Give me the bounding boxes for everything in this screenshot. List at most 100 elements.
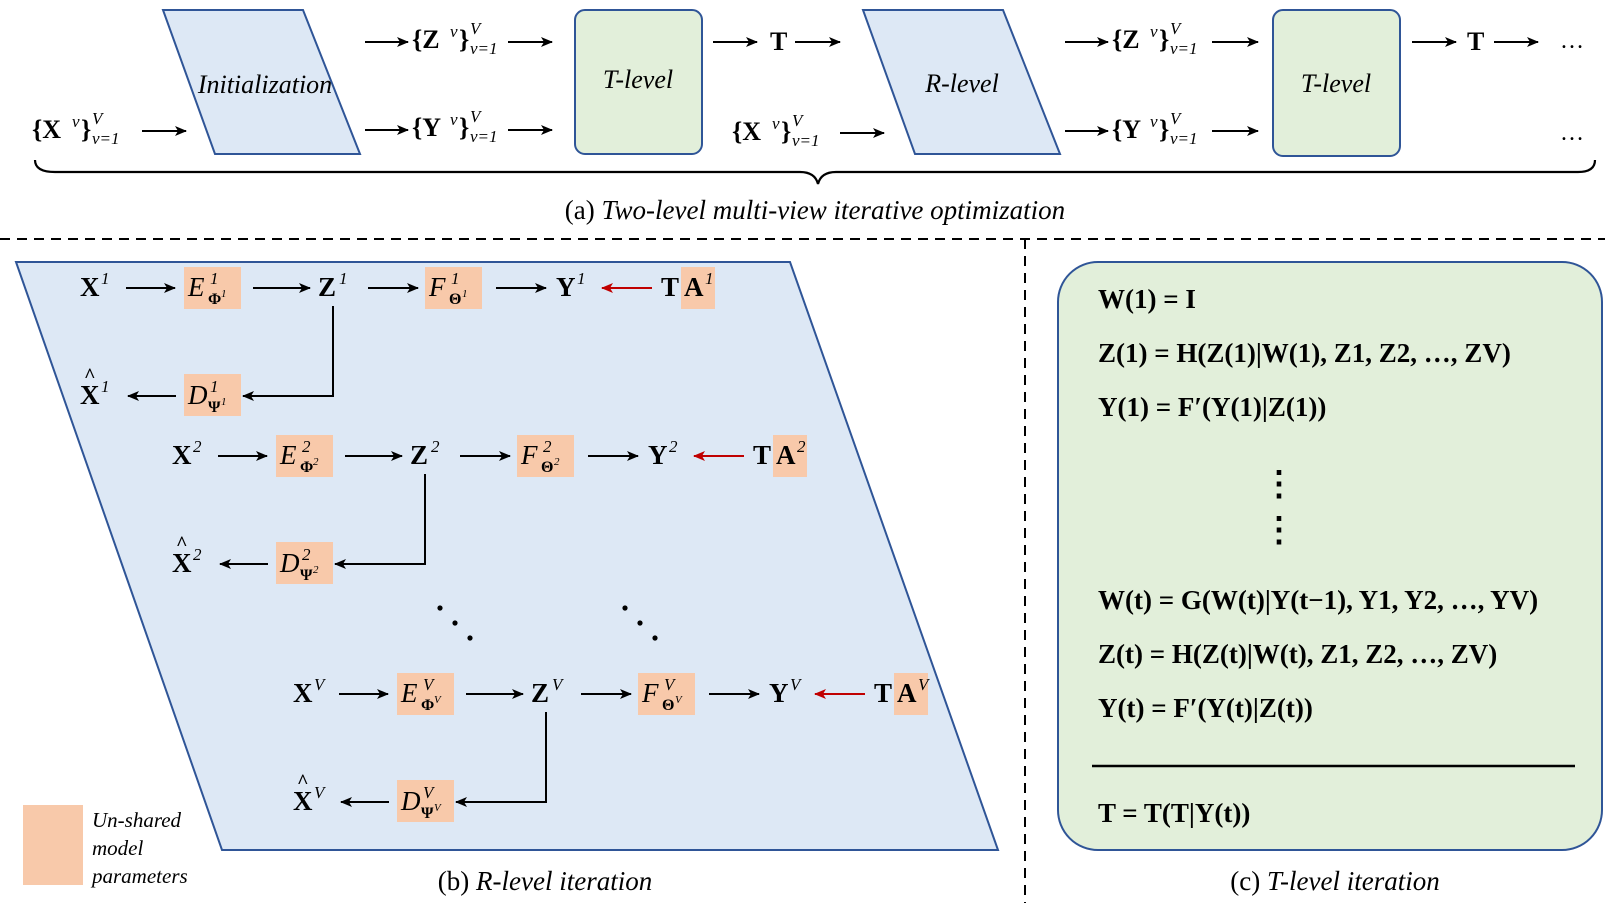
svg-text:v: v (1150, 112, 1158, 131)
svg-text:V: V (470, 107, 483, 126)
eq-w1: W(1) = I (1098, 284, 1196, 314)
svg-text:v=1: v=1 (1170, 39, 1198, 58)
t-level-panel (1057, 261, 1603, 851)
decoder-V-sup: V (423, 783, 436, 802)
caption-c: (c) T-level iteration (1230, 866, 1439, 896)
x-view-2-sup: 2 (193, 437, 202, 456)
x-view-1-base: X (80, 272, 100, 302)
svg-text:v: v (450, 22, 458, 41)
encoder-V-subsup: V (434, 694, 442, 706)
ta-a-1-base: A (684, 272, 704, 302)
a-box-1 (681, 267, 715, 309)
predictor-2-sub: Θ (541, 459, 553, 476)
x-view-2-base: X (172, 440, 192, 470)
encoder-2-subsup: 2 (313, 456, 319, 468)
encoder-V-sub: Φ (421, 697, 434, 714)
z-view-2-base: Z (410, 440, 428, 470)
decoder-1-base: D (187, 380, 208, 410)
a-box-2 (773, 435, 807, 477)
encoder-2-sub: Φ (300, 459, 313, 476)
svg-text:V: V (1170, 19, 1183, 38)
legend-line-1: Un-shared (92, 808, 182, 832)
r-level-box (861, 9, 1062, 155)
ta-t-2: T (753, 440, 771, 470)
x-view-V-sup: V (314, 675, 327, 694)
legend-swatch (23, 805, 83, 885)
ta-a-2-sup: 2 (797, 437, 806, 456)
decoder-V-base: D (400, 786, 421, 816)
svg-text:}: } (81, 115, 91, 144)
y-set-1: {Y v } V v=1 (412, 107, 498, 146)
eq-wt: W(t) = G(W(t)|Y(t−1), Y1, Y2, …, YV) (1098, 585, 1538, 615)
predictor-V-sub: Θ (662, 697, 674, 714)
svg-text:v=1: v=1 (792, 131, 820, 150)
svg-text:v: v (450, 110, 458, 129)
svg-text:v=1: v=1 (1170, 129, 1198, 148)
svg-text:}: } (459, 25, 469, 54)
t-level-box-2 (1272, 9, 1401, 157)
t-symbol-2: T (1467, 27, 1484, 56)
t-symbol-1: T (770, 27, 787, 56)
decoder-box-V (397, 780, 454, 822)
predictor-1-base: F (428, 272, 446, 302)
r-level-panel (14, 261, 1000, 851)
z-view-V-sup: V (552, 675, 565, 694)
predictor-box-V (638, 673, 695, 715)
vdots-c-2: ⋮ (1262, 512, 1296, 549)
ta-a-1-sup: 1 (705, 269, 714, 288)
z-view-1-sup: 1 (339, 269, 348, 288)
ellipsis-top: … (1560, 28, 1584, 54)
initialization-box (161, 9, 362, 155)
decoder-box-1 (184, 374, 241, 416)
a-box-V (894, 673, 928, 715)
diag-dots-2 (637, 620, 643, 626)
svg-text:{X: {X (732, 117, 761, 146)
predictor-box-2 (517, 435, 574, 477)
x-hat-accent-1: ^ (84, 365, 96, 387)
svg-text:}: } (459, 113, 469, 142)
x-hat-view-2-sup: 2 (193, 545, 202, 564)
ta-a-V-base: A (897, 678, 917, 708)
eq-y1: Y(1) = F′(Y(1)|Z(1)) (1098, 392, 1326, 422)
decoder-2-subsup: 2 (313, 564, 319, 576)
encoder-2-sup: 2 (302, 437, 311, 456)
predictor-1-sub: Θ (449, 291, 461, 308)
x-hat-view-V-base: X (293, 786, 313, 816)
x-hat-accent-2: ^ (176, 533, 188, 555)
t-level-label-1: T-level (603, 65, 673, 94)
encoder-1-sup: 1 (210, 269, 219, 288)
svg-text:{Y: {Y (1112, 115, 1141, 144)
caption-a: (a) Two-level multi-view iterative optim… (565, 195, 1065, 225)
decoder-V-sub: Ψ (421, 805, 434, 822)
x-hat-view-2-base: X (172, 548, 192, 578)
svg-text:v=1: v=1 (470, 39, 498, 58)
decoder-1-sub: Ψ (208, 399, 221, 416)
svg-text:V: V (92, 109, 105, 128)
y-view-2-base: Y (648, 440, 668, 470)
encoder-box-1 (184, 267, 241, 309)
x-hat-view-V-sup: V (314, 783, 327, 802)
diag-dots-1 (467, 635, 473, 641)
y-view-V-sup: V (790, 675, 803, 694)
svg-text:v: v (72, 112, 80, 131)
predictor-2-base: F (520, 440, 538, 470)
legend-line-2: model (92, 836, 143, 860)
ellipsis-bottom: … (1560, 120, 1584, 146)
predictor-V-sup: V (664, 675, 677, 694)
eq-z1: Z(1) = H(Z(1)|W(1), Z1, Z2, …, ZV) (1098, 338, 1511, 368)
predictor-1-subsup: 1 (462, 288, 468, 300)
eq-yt: Y(t) = F′(Y(t)|Z(t)) (1098, 693, 1313, 723)
ta-a-V-sup: V (918, 675, 931, 694)
decoder-2-base: D (279, 548, 300, 578)
encoder-box-2 (276, 435, 333, 477)
svg-text:}: } (1159, 25, 1169, 54)
